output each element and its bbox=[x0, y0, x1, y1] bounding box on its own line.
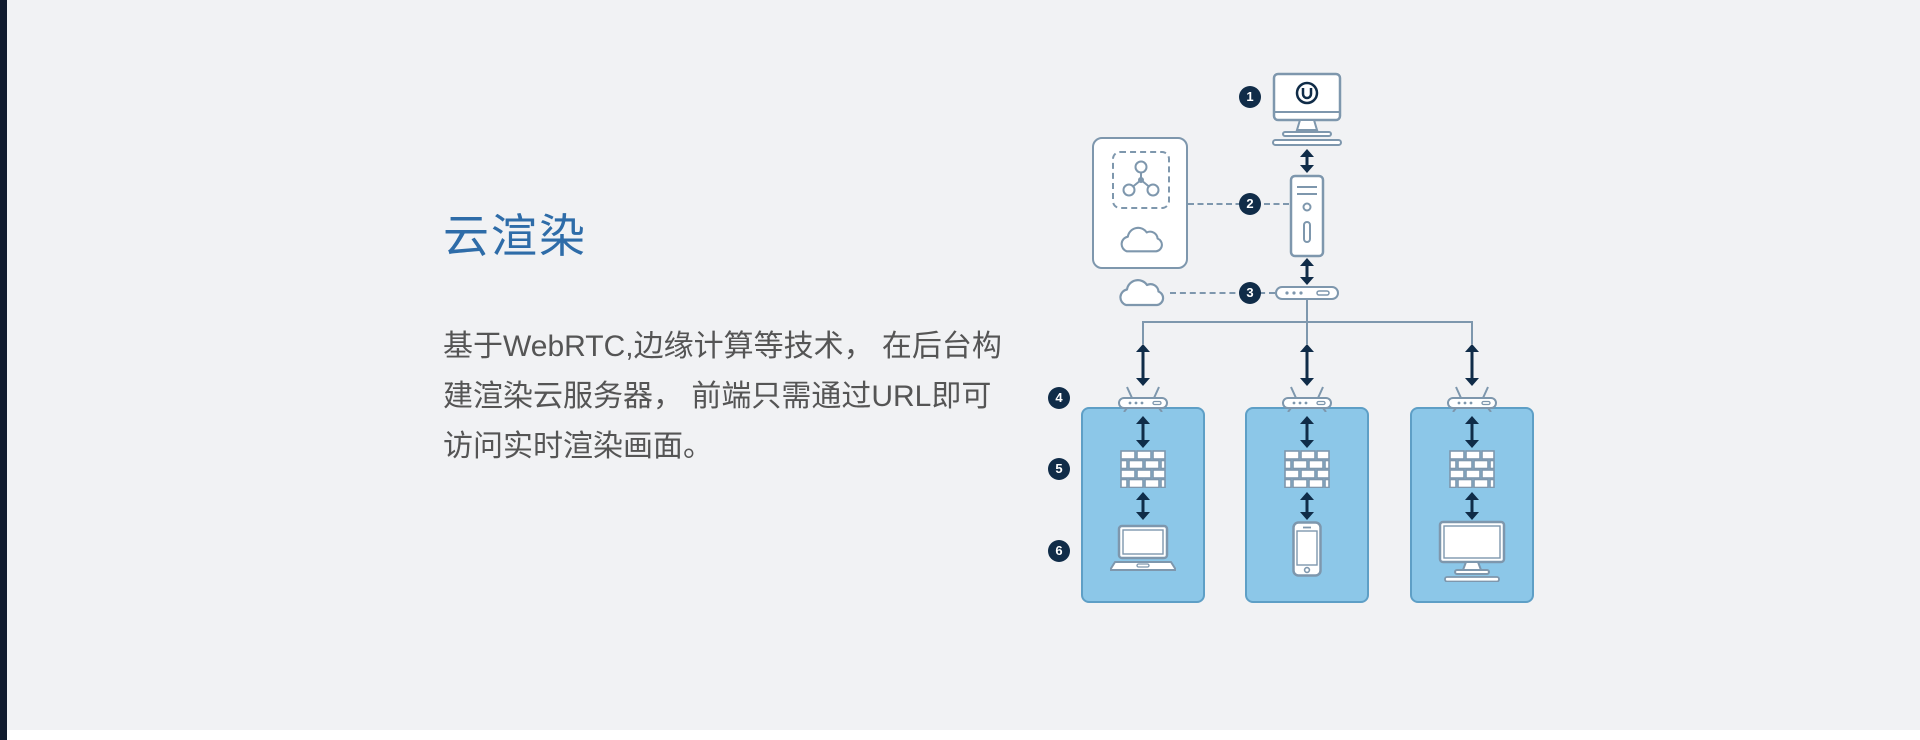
description-line: 访问实时渲染画面。 bbox=[443, 430, 713, 463]
bidirectional-arrow-icon bbox=[1300, 149, 1314, 173]
bidirectional-arrow-icon bbox=[1300, 258, 1314, 285]
section-title: 云渲染 bbox=[443, 210, 587, 262]
network-share-icon bbox=[1119, 158, 1163, 202]
dashed-connector-line bbox=[1188, 203, 1289, 205]
network-switch-icon bbox=[1275, 286, 1339, 300]
section-description: 基于WebRTC,边缘计算等技术， 在后台构 建渲染云服务器， 前端只需通过UR… bbox=[443, 322, 1043, 472]
bidirectional-arrow-icon bbox=[1300, 344, 1314, 386]
desktop-monitor-icon bbox=[1438, 520, 1506, 582]
description-line: 基于WebRTC,边缘计算等技术， 在后台构 bbox=[443, 330, 1002, 363]
internet-cloud-icon bbox=[1114, 275, 1170, 311]
laptop-icon bbox=[1110, 524, 1176, 576]
dashed-connector-line bbox=[1170, 292, 1275, 294]
bidirectional-arrow-icon bbox=[1136, 344, 1150, 386]
page-left-edge bbox=[0, 0, 7, 740]
bidirectional-arrow-icon bbox=[1465, 416, 1479, 448]
workstation-monitor-icon bbox=[1267, 72, 1347, 150]
cloud-services-panel bbox=[1092, 137, 1188, 269]
bidirectional-arrow-icon bbox=[1300, 492, 1314, 520]
router-icon bbox=[1117, 384, 1169, 412]
bidirectional-arrow-icon bbox=[1136, 416, 1150, 448]
step-badge-4: 4 bbox=[1048, 387, 1070, 409]
cloud-icon bbox=[1115, 223, 1169, 257]
step-badge-3: 3 bbox=[1239, 282, 1261, 304]
bidirectional-arrow-icon bbox=[1136, 492, 1150, 520]
description-line: 建渲染云服务器， 前端只需通过URL即可 bbox=[443, 380, 992, 413]
server-tower-icon bbox=[1289, 174, 1325, 258]
page-bottom-strip bbox=[7, 730, 1920, 740]
router-icon bbox=[1281, 384, 1333, 412]
connector-line bbox=[1142, 322, 1144, 344]
service-dashed-frame bbox=[1112, 151, 1170, 209]
connector-line bbox=[1471, 322, 1473, 344]
firewall-icon bbox=[1120, 450, 1166, 488]
bidirectional-arrow-icon bbox=[1465, 344, 1479, 386]
firewall-icon bbox=[1284, 450, 1330, 488]
step-badge-2: 2 bbox=[1239, 193, 1261, 215]
step-badge-6: 6 bbox=[1048, 540, 1070, 562]
bidirectional-arrow-icon bbox=[1300, 416, 1314, 448]
connector-line bbox=[1306, 300, 1308, 321]
step-badge-5: 5 bbox=[1048, 458, 1070, 480]
firewall-icon bbox=[1449, 450, 1495, 488]
bidirectional-arrow-icon bbox=[1465, 492, 1479, 520]
smartphone-icon bbox=[1292, 521, 1322, 577]
connector-line bbox=[1306, 322, 1308, 344]
router-icon bbox=[1446, 384, 1498, 412]
step-badge-1: 1 bbox=[1239, 86, 1261, 108]
